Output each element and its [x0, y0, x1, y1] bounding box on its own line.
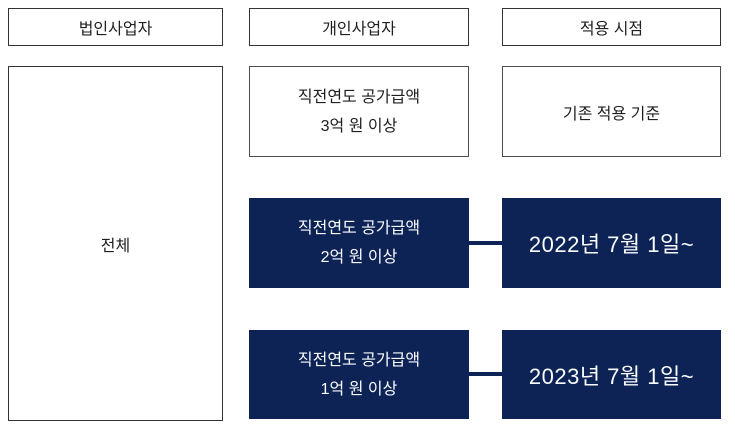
timing-existing-box: 기존 적용 기준	[502, 66, 721, 157]
timing-2023-label: 2023년 7월 1일~	[528, 363, 695, 389]
corporate-all-label: 전체	[100, 237, 131, 255]
individual-tier-3-box: 직전연도 공가급액 3억 원 이상	[249, 66, 469, 157]
individual-tier-1-box: 직전연도 공가급액 1억 원 이상	[249, 330, 469, 419]
timing-2022-label: 2022년 7월 1일~	[528, 232, 695, 257]
timing-2023-box: 2023년 7월 1일~	[502, 330, 721, 419]
column-header-corporate: 법인사업자	[8, 8, 223, 46]
timing-2022-box: 2022년 7월 1일~	[502, 198, 721, 288]
individual-tier-2-line1: 직전연도 공가급액	[297, 220, 421, 237]
timing-existing-label: 기존 적용 기준	[562, 105, 661, 123]
individual-tier-1-line1: 직전연도 공가급액	[297, 351, 421, 369]
column-header-timing-label: 적용 시점	[579, 21, 644, 38]
column-header-individual: 개인사업자	[249, 8, 469, 46]
corporate-all-box: 전체	[8, 66, 223, 421]
column-header-timing: 적용 시점	[502, 8, 721, 46]
individual-tier-2-line2: 2억 원 이상	[320, 249, 398, 266]
individual-tier-3-line2: 3억 원 이상	[320, 117, 398, 135]
connector-line-2023	[466, 372, 505, 376]
individual-tier-2-box: 직전연도 공가급액 2억 원 이상	[249, 198, 469, 288]
individual-tier-3-line1: 직전연도 공가급액	[297, 88, 421, 106]
column-header-corporate-label: 법인사업자	[78, 21, 153, 38]
individual-tier-1-line2: 1억 원 이상	[320, 380, 398, 398]
connector-line-2022	[466, 241, 505, 245]
column-header-individual-label: 개인사업자	[322, 21, 396, 38]
